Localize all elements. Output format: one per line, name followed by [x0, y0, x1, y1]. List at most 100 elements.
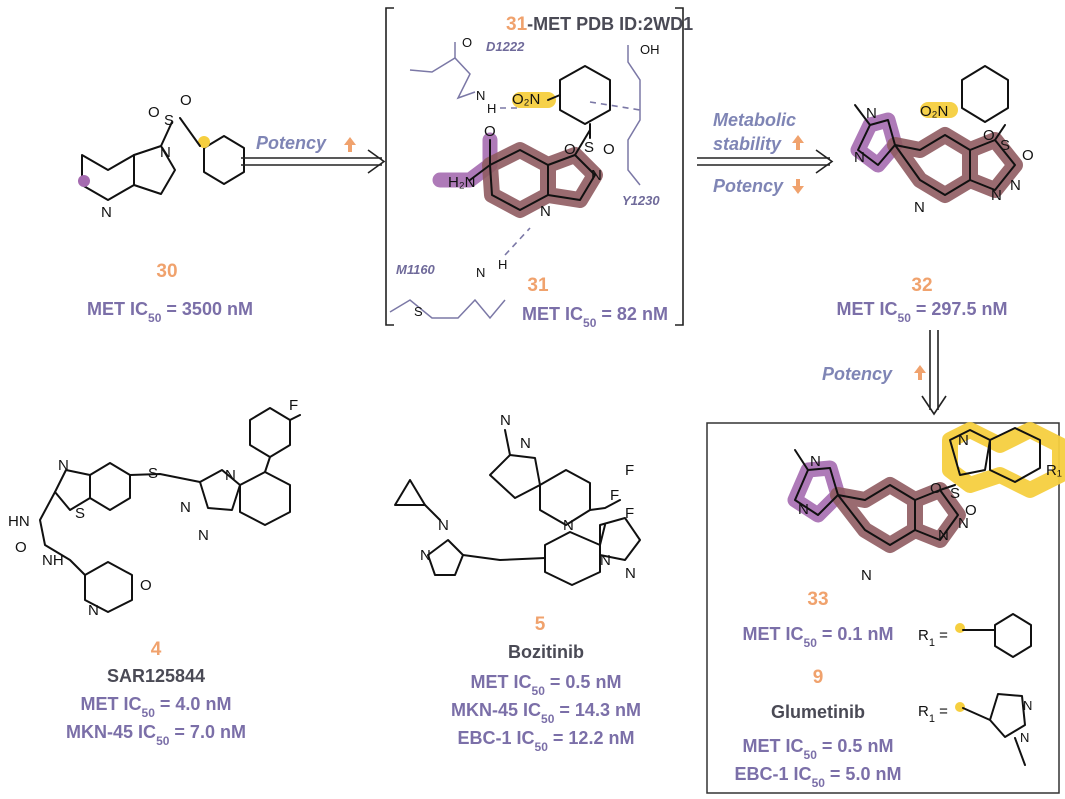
svg-text:N: N — [854, 149, 865, 166]
svg-text:O: O — [564, 141, 576, 158]
svg-text:O: O — [1022, 147, 1034, 164]
svg-text:N: N — [991, 187, 1002, 204]
r1-phenyl — [955, 613, 1032, 658]
svg-text:S: S — [584, 139, 594, 156]
svg-text:N: N — [591, 167, 602, 184]
svg-text:H₂N: H₂N — [448, 174, 476, 191]
svg-text:N: N — [500, 412, 511, 429]
svg-text:N: N — [1023, 698, 1032, 713]
arrow-4-label: Potency — [822, 364, 893, 384]
svg-text:S: S — [75, 505, 85, 522]
pyridine-ring — [81, 154, 135, 201]
svg-text:O: O — [965, 502, 977, 519]
r1-pyrazole: N N — [955, 693, 1032, 766]
svg-text:N: N — [798, 501, 809, 518]
svg-text:N: N — [438, 517, 449, 534]
svg-text:N: N — [600, 552, 611, 569]
residue-y1230: Y1230 — [622, 193, 660, 208]
svg-text:N: N — [1010, 177, 1021, 194]
svg-text:N: N — [563, 517, 574, 534]
arrow-2-label-line1: Metabolic — [713, 110, 796, 130]
svg-text:O: O — [603, 141, 615, 158]
svg-text:N: N — [101, 204, 112, 221]
compound-4-activity-1: MET IC50 = 4.0 nM — [81, 694, 232, 720]
pyridine-ring-33 — [989, 427, 1041, 483]
arrow-30-to-31 — [241, 149, 386, 174]
svg-text:O: O — [180, 92, 192, 109]
compound-5-activity-3: EBC-1 IC50 = 12.2 nM — [458, 728, 635, 754]
compound-32-activity: MET IC50 = 297.5 nM — [837, 299, 1008, 325]
r1-label-9: R1 = — [918, 703, 948, 725]
svg-text:O: O — [983, 127, 995, 144]
svg-text:S: S — [164, 112, 174, 129]
svg-text:O: O — [484, 123, 496, 140]
svg-text:N: N — [476, 88, 485, 103]
svg-text:S: S — [414, 304, 423, 319]
svg-text:OH: OH — [640, 42, 660, 57]
compound-4-number: 4 — [151, 639, 162, 660]
svg-text:S: S — [950, 485, 960, 502]
compound-5-activity-1: MET IC50 = 0.5 nM — [471, 672, 622, 698]
metabolic-stability-up-icon — [792, 135, 804, 150]
svg-text:N: N — [476, 265, 485, 280]
svg-text:O: O — [140, 577, 152, 594]
arrow-2-label-line2: stability — [713, 134, 782, 154]
svg-text:O: O — [15, 539, 27, 556]
compound-31-header: 31-MET PDB ID:2WD1 — [506, 14, 693, 35]
arrow-32-to-33 — [921, 330, 947, 416]
compound-4-name: SAR125844 — [107, 666, 205, 686]
compound-5-number: 5 — [535, 614, 546, 635]
svg-text:R₁: R₁ — [1046, 462, 1062, 479]
svg-text:N: N — [861, 567, 872, 584]
purple-position-marker — [78, 175, 90, 187]
svg-text:F: F — [625, 505, 634, 522]
compound-9-number: 9 — [813, 667, 824, 688]
svg-text:N: N — [914, 199, 925, 216]
svg-text:H: H — [487, 101, 496, 116]
r1-label-33: R1 = — [918, 627, 948, 649]
compound-33-number: 33 — [807, 589, 828, 610]
svg-text:N: N — [958, 515, 969, 532]
svg-text:H: H — [498, 257, 507, 272]
potency-up-icon — [344, 137, 356, 152]
svg-text:N: N — [866, 105, 877, 122]
pyrrole-ring — [133, 145, 176, 195]
compound-9-name: Glumetinib — [771, 702, 865, 722]
compound-32-number: 32 — [911, 275, 932, 296]
compound-30-structure: S O O N N — [78, 92, 245, 221]
svg-text:HN: HN — [8, 513, 30, 530]
compound-5-name: Bozitinib — [508, 642, 584, 662]
svg-text:N: N — [180, 499, 191, 516]
svg-text:O₂N: O₂N — [512, 91, 540, 108]
svg-text:F: F — [289, 397, 298, 414]
svg-text:N: N — [938, 527, 949, 544]
compound-9-activity-2: EBC-1 IC50 = 5.0 nM — [735, 764, 902, 790]
svg-text:O: O — [462, 35, 472, 50]
svg-text:N: N — [58, 457, 69, 474]
svg-text:N: N — [810, 453, 821, 470]
svg-text:N: N — [958, 432, 969, 449]
imidazole-ring — [949, 429, 991, 476]
compound-30-activity: MET IC50 = 3500 nM — [87, 299, 253, 325]
compound-4-structure: F S N S HN O NH O N N N N — [8, 397, 301, 619]
yellow-position-marker — [198, 136, 210, 148]
svg-text:N: N — [625, 565, 636, 582]
svg-text:N: N — [225, 467, 236, 484]
compound-31-activity: MET IC50 = 82 nM — [522, 304, 668, 330]
svg-text:NH: NH — [42, 552, 64, 569]
compound-33-9-structure: S O O R₁ N N N N N N — [787, 422, 1065, 584]
residue-d1222: D1222 — [486, 39, 525, 54]
compound-9-activity-1: MET IC50 = 0.5 nM — [743, 736, 894, 762]
arrow-31-to-32 — [697, 149, 834, 174]
compound-33-activity: MET IC50 = 0.1 nM — [743, 624, 894, 650]
svg-text:N: N — [1020, 730, 1029, 745]
svg-text:N: N — [88, 602, 99, 619]
binding-site-residues: O N H D1222 OH Y1230 S N H M1160 — [389, 35, 660, 320]
svg-text:N: N — [540, 203, 551, 220]
svg-text:N: N — [160, 144, 171, 161]
compound-30-number: 30 — [156, 261, 177, 282]
compound-31-box — [385, 7, 684, 326]
svg-text:N: N — [198, 527, 209, 544]
compound-4-activity-2: MKN-45 IC50 = 7.0 nM — [66, 722, 246, 748]
